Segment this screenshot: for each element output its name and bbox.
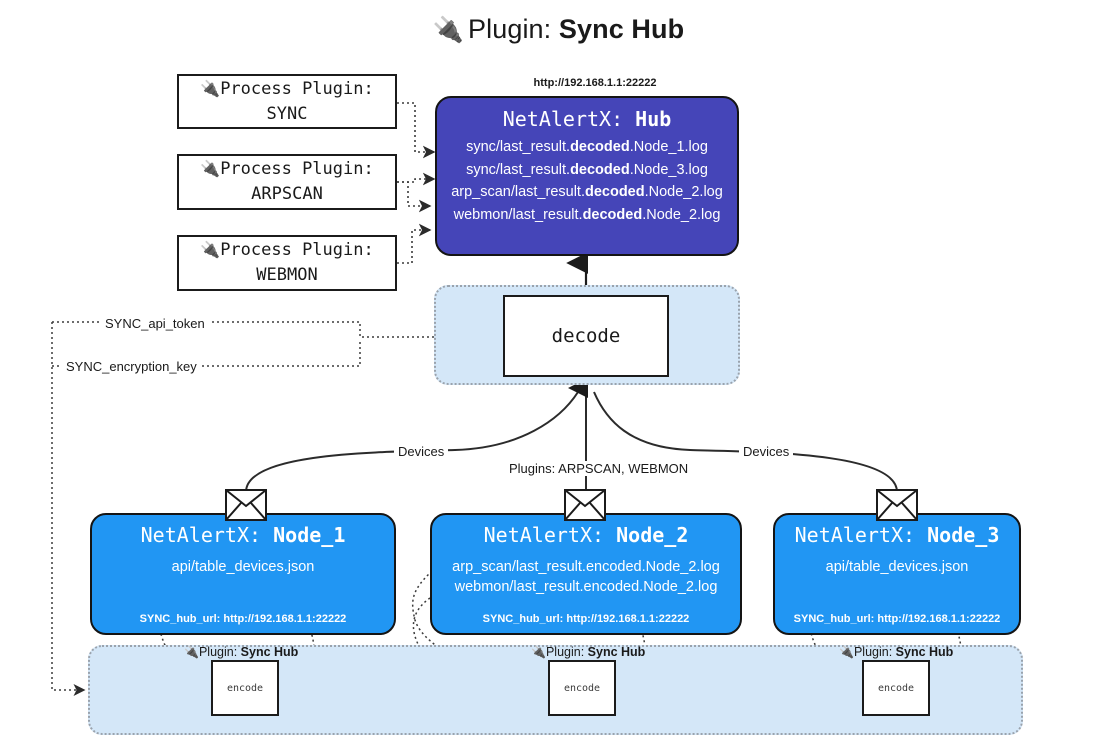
node-line: api/table_devices.json (171, 559, 315, 575)
hub-box: NetAlertX: Hub sync/last_result.decoded.… (435, 96, 739, 256)
proc-line-2: ARPSCAN (251, 184, 323, 204)
plug-icon: 🔌 (200, 78, 221, 98)
page-title: 🔌Plugin: Sync Hub (0, 14, 1117, 45)
proc-line-1: 🔌Process Plugin: (200, 240, 374, 261)
node-title: NetAlertX: Node_2 (483, 523, 689, 547)
envelope-icon (225, 489, 267, 521)
node-box-node-1: NetAlertX: Node_1 api/table_devices.json… (90, 513, 396, 635)
title-prefix: Plugin: (468, 14, 552, 44)
plug-icon: 🔌 (200, 240, 221, 260)
node-title: NetAlertX: Node_3 (794, 523, 1000, 547)
decode-box: decode (503, 295, 669, 377)
hub-log-list: sync/last_result.decoded.Node_1.log sync… (437, 138, 737, 225)
plug-icon: 🔌 (531, 645, 546, 659)
proc-line-2: SYNC (266, 103, 308, 124)
plug-icon: 🔌 (200, 159, 221, 179)
node-box-node-2: NetAlertX: Node_2 arp_scan/last_result.e… (430, 513, 742, 635)
encode-plugin-label: 🔌Plugin: Sync Hub (184, 645, 299, 659)
process-plugin-box-arpscan: 🔌Process Plugin: ARPSCAN (177, 154, 397, 210)
label-devices-right: Devices (739, 444, 794, 459)
encode-box: encode (862, 660, 930, 716)
encode-plugin-label: 🔌Plugin: Sync Hub (839, 645, 954, 659)
proc-line-1: 🔌Process Plugin: (200, 78, 374, 99)
node-title: NetAlertX: Node_1 (140, 523, 346, 547)
hub-log-line: webmon/last_result.decoded.Node_2.log (453, 206, 721, 223)
hub-log-line: sync/last_result.decoded.Node_1.log (466, 139, 708, 155)
node-line: api/table_devices.json (825, 559, 969, 575)
title-name: Sync Hub (558, 14, 685, 44)
plug-icon: 🔌 (839, 645, 854, 659)
node-line: webmon/last_result.encoded.Node_2.log (454, 579, 718, 595)
encode-box: encode (211, 660, 279, 716)
proc-line-1: 🔌Process Plugin: (200, 159, 374, 180)
node-footer: SYNC_hub_url: http://192.168.1.1:22222 (139, 613, 347, 625)
process-plugin-box-sync: 🔌Process Plugin: SYNC (177, 74, 397, 129)
hub-log-line: sync/last_result.decoded.Node_3.log (466, 161, 708, 178)
plug-icon: 🔌 (184, 645, 199, 659)
node-footer: SYNC_hub_url: http://192.168.1.1:22222 (793, 613, 1001, 625)
process-plugin-box-webmon: 🔌Process Plugin: WEBMON (177, 235, 397, 291)
hub-log-line: arp_scan/last_result.decoded.Node_2.log (451, 184, 723, 201)
node-box-node-3: NetAlertX: Node_3 api/table_devices.json… (773, 513, 1021, 635)
node-line-list: api/table_devices.json (775, 559, 1019, 575)
hub-url-label: http://192.168.1.1:22222 (533, 77, 657, 89)
envelope-icon (564, 489, 606, 521)
encode-plugin-label: 🔌Plugin: Sync Hub (531, 645, 646, 659)
label-plugins: Plugins: ARPSCAN, WEBMON (505, 461, 693, 476)
proc-line-2: WEBMON (256, 265, 318, 285)
hub-title: NetAlertX: Hub (502, 107, 672, 131)
plug-icon: 🔌 (432, 16, 465, 44)
label-devices-left: Devices (394, 444, 449, 459)
encode-box: encode (548, 660, 616, 716)
node-line-list: api/table_devices.json (92, 559, 394, 575)
envelope-icon (876, 489, 918, 521)
label-sync-api-token: SYNC_api_token (101, 316, 209, 331)
node-line: arp_scan/last_result.encoded.Node_2.log (452, 559, 720, 575)
label-sync-encryption-key: SYNC_encryption_key (62, 359, 201, 374)
node-footer: SYNC_hub_url: http://192.168.1.1:22222 (482, 613, 690, 625)
node-line-list: arp_scan/last_result.encoded.Node_2.log … (432, 559, 740, 595)
